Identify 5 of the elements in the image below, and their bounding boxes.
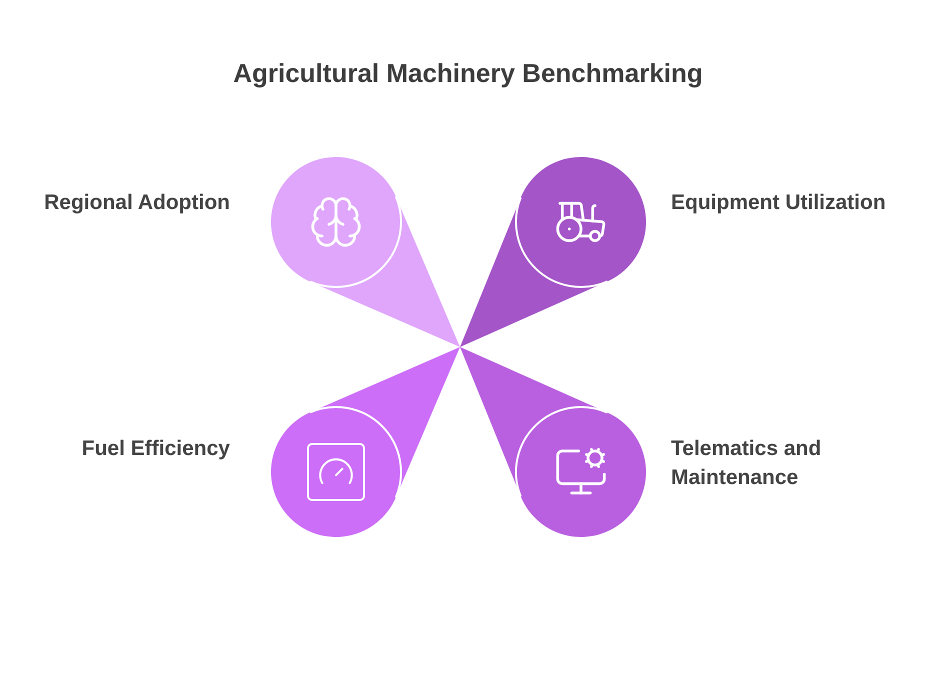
node-label: Regional Adoption <box>43 190 230 216</box>
node-label: Fuel Efficiency <box>80 436 230 462</box>
diagram-title: Agricultural Machinery Benchmarking <box>233 58 703 89</box>
node-label: Equipment Utilization <box>671 190 887 216</box>
node-label: Telematics and Maintenance <box>671 436 822 492</box>
